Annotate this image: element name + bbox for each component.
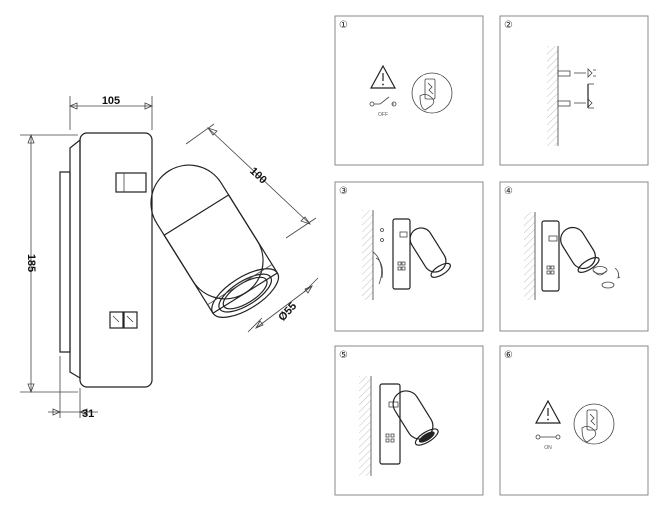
rocker-switch-icon [109, 311, 138, 329]
lamp-arm [115, 172, 147, 193]
voltage-tester-icon [411, 72, 453, 114]
wiring-connection [372, 228, 384, 285]
warning-triangle-icon [534, 399, 562, 424]
step-6-panel: ⑥ ON [499, 345, 649, 496]
spotlight-head [150, 164, 280, 318]
step-number: ④ [504, 186, 513, 197]
spotlight-head [392, 390, 439, 446]
step-3-panel: ③ [334, 181, 484, 332]
wall-plug-icon [557, 70, 571, 107]
height-dimension: 185 [20, 133, 78, 394]
step-number: ⑤ [339, 350, 348, 361]
off-label: OFF [378, 112, 388, 118]
step-number: ③ [339, 186, 348, 197]
gu10-bulb-icon [592, 266, 621, 289]
spotlight-head [409, 227, 451, 278]
step-2-panel: ② [499, 15, 649, 166]
height-label: 185 [25, 254, 37, 272]
step-number: ⑥ [504, 350, 513, 361]
wall-section [547, 46, 559, 146]
lens-ring [211, 268, 280, 318]
lamp-backplate [541, 220, 560, 292]
on-label: ON [544, 445, 552, 451]
spotlight-head [560, 226, 600, 273]
mounting-plate [59, 171, 71, 353]
plate-side [69, 138, 81, 380]
power-switch-icon: OFF [369, 96, 397, 118]
lamp-backplate [392, 218, 411, 290]
diameter-dimension: Ø55 [247, 277, 319, 333]
step-4-panel: ④ [499, 181, 649, 332]
depth-dimension: 31 [48, 356, 98, 420]
mounting-bracket [587, 83, 594, 109]
screw-icon [574, 68, 596, 108]
power-switch-icon: ON [535, 434, 561, 451]
step-number: ② [504, 20, 513, 31]
backplate [79, 132, 153, 388]
warning-triangle-icon [369, 64, 397, 89]
step-number: ① [339, 20, 348, 31]
depth-label: 31 [82, 408, 94, 420]
width-dimension: 105 [68, 95, 154, 130]
arm-length-dimension: 100 [185, 123, 317, 239]
step-5-panel: ⑤ [334, 345, 484, 496]
voltage-tester-icon [573, 403, 615, 445]
main-dimension-drawing: 105 185 31 100 [20, 95, 319, 420]
width-label: 105 [102, 95, 120, 107]
step-1-panel: ① OFF [334, 15, 484, 166]
diameter-label: Ø55 [276, 300, 299, 323]
